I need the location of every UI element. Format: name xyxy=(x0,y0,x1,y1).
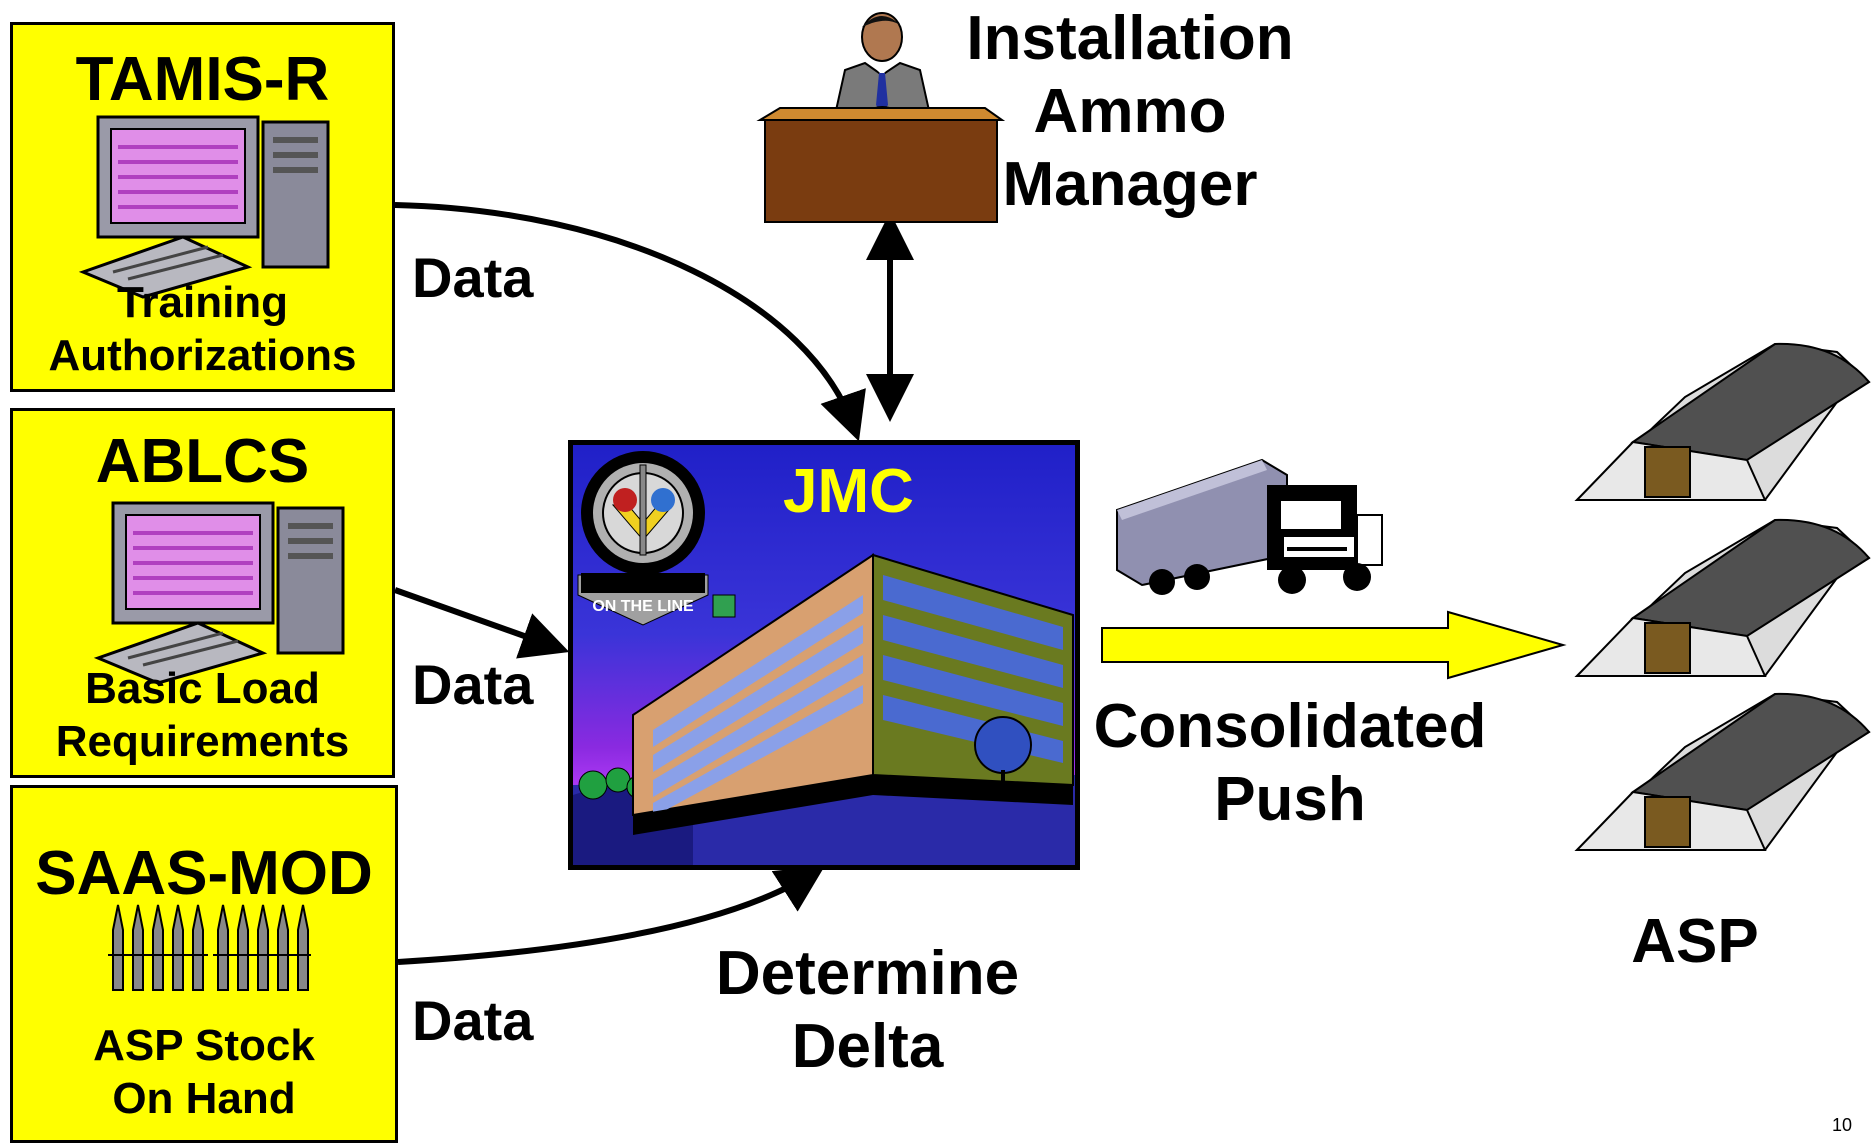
source-title: ABLCS xyxy=(95,427,310,496)
unit-seal-icon xyxy=(577,451,709,626)
label-line: Delta xyxy=(791,1012,944,1082)
seal-text: ON THE LINE xyxy=(592,598,694,615)
consolidated-push-label: Consolidated Push xyxy=(1085,690,1495,836)
source-title: TAMIS-R xyxy=(75,45,330,114)
caption-line: ASP Stock xyxy=(93,1021,315,1070)
caption-line: On Hand xyxy=(112,1073,296,1123)
caption-line: Authorizations xyxy=(48,330,357,380)
asp-label: ASP xyxy=(1631,907,1759,976)
ammunition-icon xyxy=(108,904,311,991)
jmc-building-scene xyxy=(573,451,1075,865)
consolidated-push-arrow xyxy=(1101,610,1567,680)
computer-icon xyxy=(78,115,330,299)
source-box-ablcs: ABLCS Basic Load Requirements xyxy=(10,408,395,778)
source-caption: Basic Load Requirements xyxy=(13,663,392,769)
bunker-icon xyxy=(1574,518,1871,677)
jmc-title: JMC xyxy=(783,457,914,526)
caption-line: Requirements xyxy=(55,716,350,766)
bunker-icon xyxy=(1574,692,1871,851)
caption-line: Training xyxy=(116,278,289,327)
source-box-saas-mod: SAAS-MOD ASP Stock On Hand xyxy=(10,785,398,1143)
determine-delta-label: Determine Delta xyxy=(680,937,1055,1083)
computer-icon xyxy=(93,501,345,685)
data-label: Data xyxy=(412,989,534,1052)
manager-label-line: Manager xyxy=(1002,150,1258,220)
source-box-tamis-r: TAMIS-R Training Authorizations xyxy=(10,22,395,392)
caption-line: Basic Load xyxy=(85,664,320,713)
bunker-icon xyxy=(1574,342,1871,501)
manager-label-line: Ammo xyxy=(1033,77,1227,147)
label-line: Consolidated xyxy=(1093,692,1487,761)
source-caption: Training Authorizations xyxy=(13,277,392,383)
manager-label: Installation Ammo Manager xyxy=(960,2,1300,221)
label-line: Determine xyxy=(715,939,1020,1008)
data-arrow-saas xyxy=(397,865,826,965)
source-title: SAAS-MOD xyxy=(35,839,373,908)
data-label: Data xyxy=(412,653,534,716)
source-caption: ASP Stock On Hand xyxy=(13,1020,395,1126)
truck-icon xyxy=(1116,458,1383,595)
jmc-panel: JMC ON THE LINE xyxy=(568,440,1080,870)
data-arrow-tamis xyxy=(394,202,866,442)
label-line: Push xyxy=(1214,765,1366,835)
manager-label-line: Installation xyxy=(966,4,1294,73)
data-arrow-ablcs xyxy=(393,587,570,659)
page-number: 10 xyxy=(1832,1115,1853,1135)
data-label: Data xyxy=(412,246,534,309)
manager-at-desk-icon xyxy=(756,12,1006,223)
